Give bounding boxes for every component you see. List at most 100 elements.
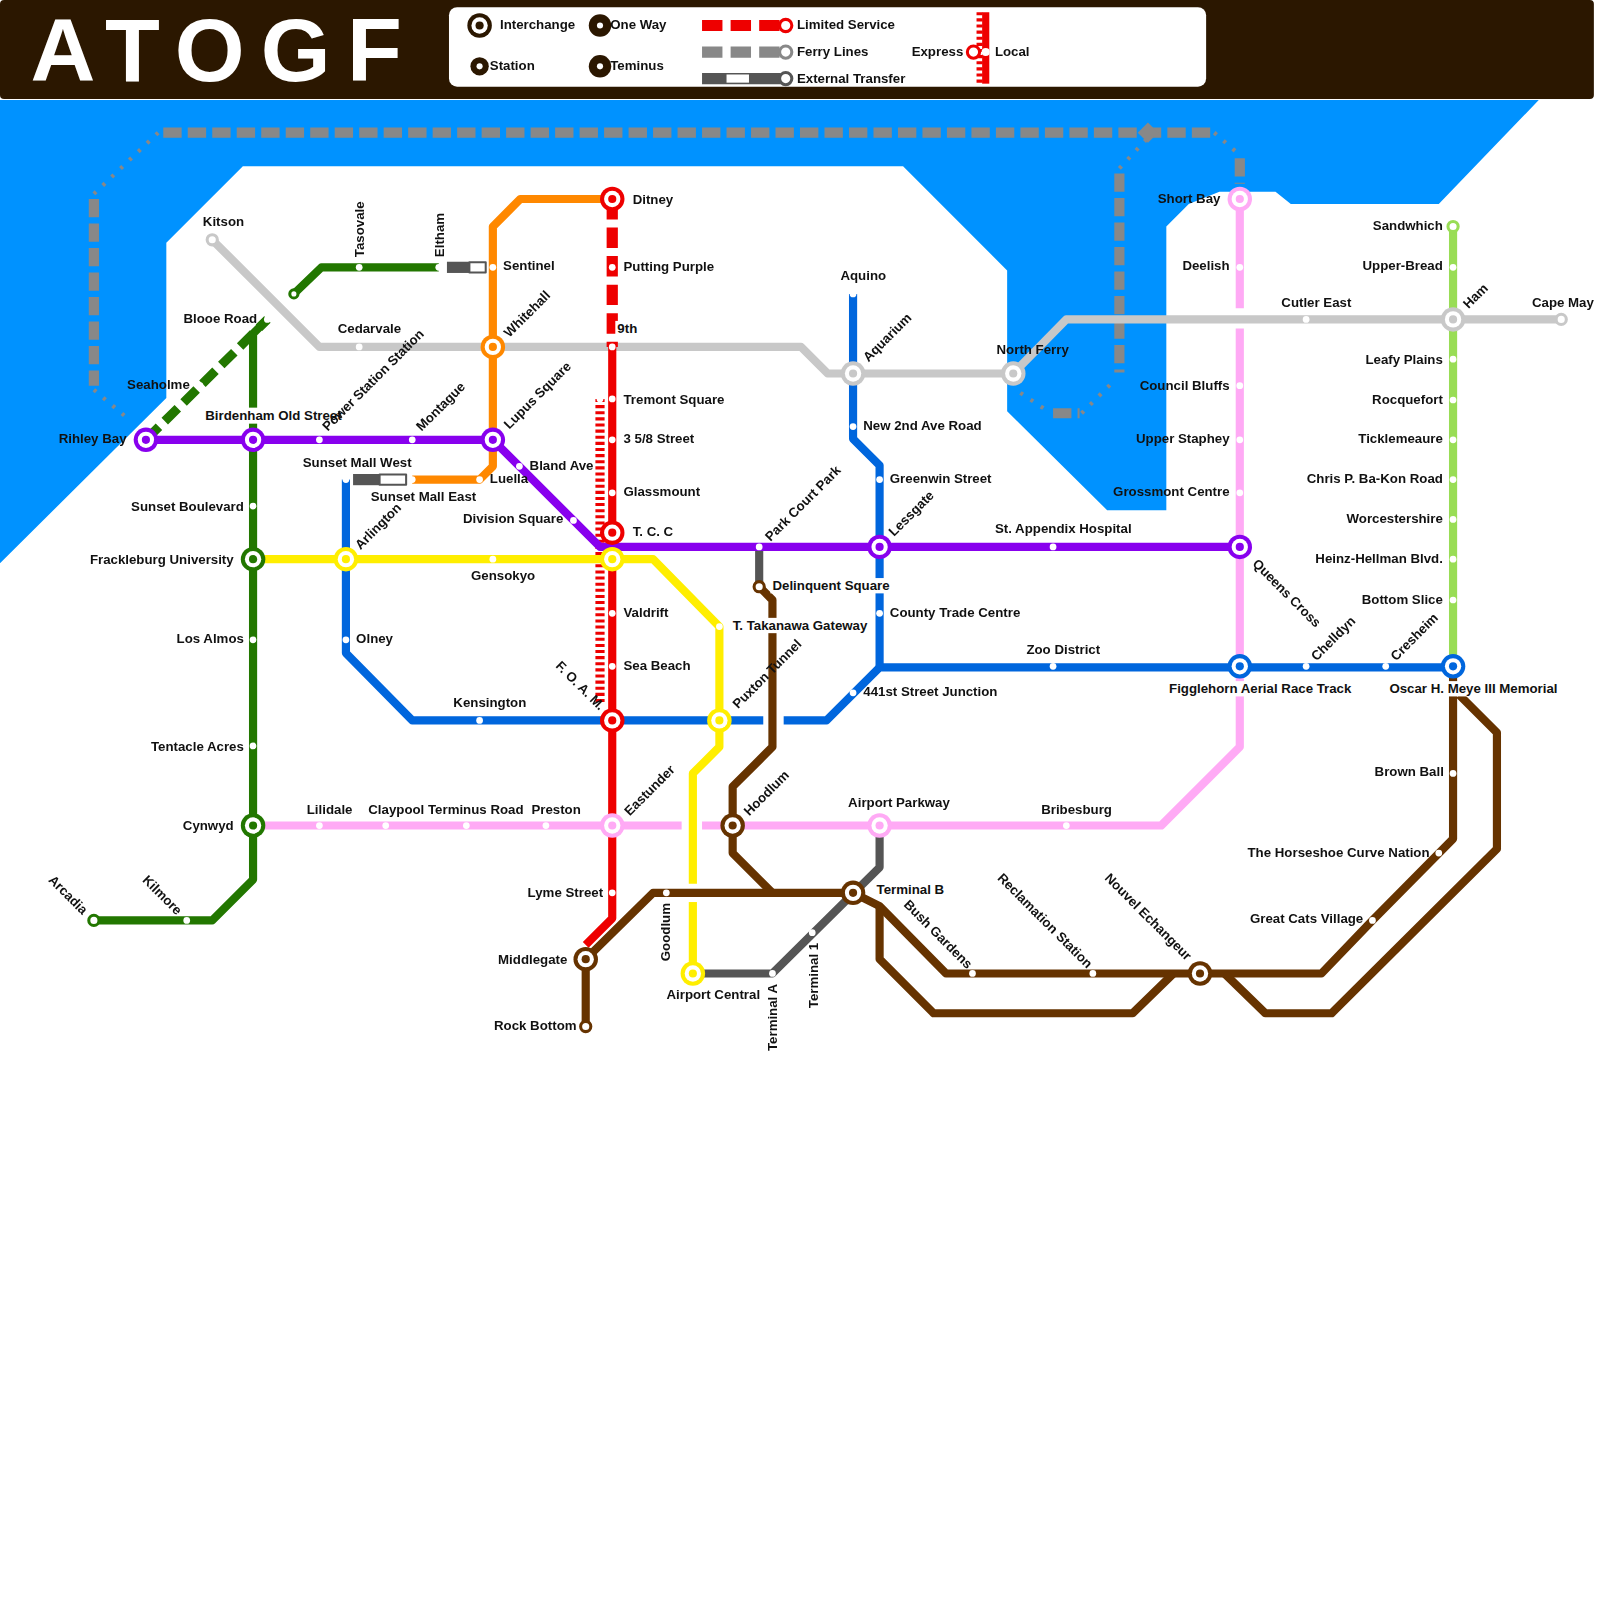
- station-label: Division Square: [463, 511, 563, 526]
- legend-label: Station: [490, 58, 535, 73]
- station-label: Valdrift: [623, 605, 668, 620]
- station-dots: [183, 264, 1456, 977]
- station-label: Terminal A: [765, 984, 780, 1051]
- station-label: Olney: [356, 631, 393, 646]
- station-label: Great Cats Village: [1250, 911, 1363, 926]
- station-label: Nouvel Echangeur: [1102, 870, 1195, 963]
- station-label: Gensokyo: [471, 568, 535, 583]
- legend-label: Local: [995, 43, 1030, 58]
- legend-label: One Way: [610, 17, 666, 32]
- station-label: Sea Beach: [623, 658, 690, 673]
- legend-label: External Transfer: [797, 71, 905, 86]
- station-label: 441st Street Junction: [863, 684, 997, 699]
- legend-label: Limited Service: [797, 17, 895, 32]
- station-label: Aquarium: [860, 310, 915, 365]
- station-label: Tremont Square: [623, 391, 724, 406]
- station-label: North Ferry: [997, 341, 1069, 356]
- header-bar: [0, 0, 1594, 99]
- station-label: T. C. C: [633, 524, 674, 539]
- station-label: Cynwyd: [183, 818, 234, 833]
- station-label: Rock Bottom: [494, 1018, 577, 1033]
- station-label: Lilidale: [307, 802, 353, 817]
- legend-label: Teminus: [610, 58, 664, 73]
- station-label: Grossmont Centre: [1113, 484, 1229, 499]
- station-label: Eastunder: [621, 762, 678, 819]
- station-label: T. Takanawa Gateway: [731, 618, 870, 633]
- station-label: Short Bay: [1158, 190, 1221, 205]
- station-label: Sandwhich: [1373, 218, 1443, 233]
- station-label: Arlington: [352, 500, 405, 553]
- station-label: Upper Staphey: [1136, 431, 1230, 446]
- legend-symbols: [467, 12, 989, 84]
- lines: [94, 122, 1561, 1026]
- station-label: Sentinel: [503, 258, 555, 273]
- station-label: Lyme Street: [528, 885, 603, 900]
- station-label: Eltham: [432, 213, 447, 257]
- station-label: Los Almos: [177, 631, 244, 646]
- station-label: Kilmore: [139, 872, 185, 918]
- legend-label: Interchange: [500, 17, 575, 32]
- station-label: Whitehall: [501, 288, 554, 341]
- map-title: ATOGF: [31, 4, 419, 96]
- station-label: St. Appendix Hospital: [995, 521, 1132, 536]
- station-label: Reclamation Station: [995, 870, 1096, 971]
- station-label: Sunset Mall West: [303, 455, 412, 470]
- station-label: Cape May: [1532, 294, 1594, 309]
- station-label: 3 5/8 Street: [623, 431, 694, 446]
- station-label: Tasovale: [352, 201, 367, 257]
- station-label: Zoo District: [1026, 641, 1100, 656]
- station-label: Cutler East: [1281, 294, 1351, 309]
- station-label: Power Station Station: [319, 326, 427, 434]
- station-label: Delinquent Square: [770, 578, 891, 593]
- station-label: Kensington: [453, 694, 526, 709]
- station-label: Terminal B: [874, 882, 946, 897]
- station-label: New 2nd Ave Road: [863, 418, 981, 433]
- station-label: Glassmount: [623, 484, 700, 499]
- station-label: Cedarvale: [338, 321, 401, 336]
- station-label: Council Bluffs: [1140, 378, 1230, 393]
- legend-box: [449, 7, 1206, 87]
- station-label: Terminal 1: [806, 943, 821, 1008]
- station-label: The Horseshoe Curve Nation: [1248, 844, 1430, 859]
- station-label: Upper-Bread: [1362, 258, 1442, 273]
- station-label: Kitson: [203, 214, 244, 229]
- station-label: Greenwin Street: [890, 471, 992, 486]
- station-label: Airport Parkway: [848, 794, 950, 809]
- station-label: F. O. A. M.: [553, 658, 608, 713]
- station-label: Airport Central: [666, 987, 760, 1002]
- station-label: Brown Ball: [1375, 764, 1444, 779]
- terminus-dots: [89, 221, 1567, 1031]
- interchanges: [134, 187, 1466, 986]
- station-label: Ham: [1460, 280, 1491, 311]
- station-label: Queens Cross: [1250, 556, 1324, 630]
- station-label: Cresheim: [1387, 610, 1441, 664]
- station-label: Figglehorn Aerial Race Track: [1167, 681, 1353, 696]
- station-label: Luella: [490, 471, 528, 486]
- station-label: Bribesburg: [1041, 802, 1112, 817]
- station-label: Lupus Square: [501, 359, 574, 432]
- station-label: Tentacle Acres: [151, 738, 244, 753]
- station-label: Middlegate: [498, 952, 567, 967]
- station-label: Goodlum: [658, 903, 673, 961]
- station-label: Claypool Terminus Road: [368, 802, 523, 817]
- station-label: Chris P. Ba-Kon Road: [1307, 471, 1443, 486]
- station-label: Frackleburg University: [90, 552, 234, 567]
- station-label: Montague: [413, 379, 468, 434]
- station-label: Oscar H. Meye III Memorial: [1387, 681, 1559, 696]
- station-label: Preston: [531, 802, 580, 817]
- station-label: Sunset Boulevard: [131, 498, 244, 513]
- station-label: Rocquefort: [1372, 391, 1443, 406]
- station-label: Aquino: [840, 268, 886, 283]
- legend-label: Ferry Lines: [797, 43, 869, 58]
- station-label: Sunset Mall East: [371, 488, 476, 503]
- station-label: Ditney: [633, 191, 674, 206]
- station-label: Arcadia: [46, 872, 91, 917]
- station-label: Leafy Plains: [1365, 352, 1442, 367]
- station-label: Blooe Road: [183, 311, 257, 326]
- station-label: Heinz-Hellman Blvd.: [1315, 551, 1443, 566]
- station-label: Putting Purple: [623, 259, 714, 274]
- station-label: Worcestershire: [1347, 511, 1443, 526]
- station-label: Puxton Tunnel: [729, 636, 804, 711]
- station-label: Bland Ave: [530, 458, 594, 473]
